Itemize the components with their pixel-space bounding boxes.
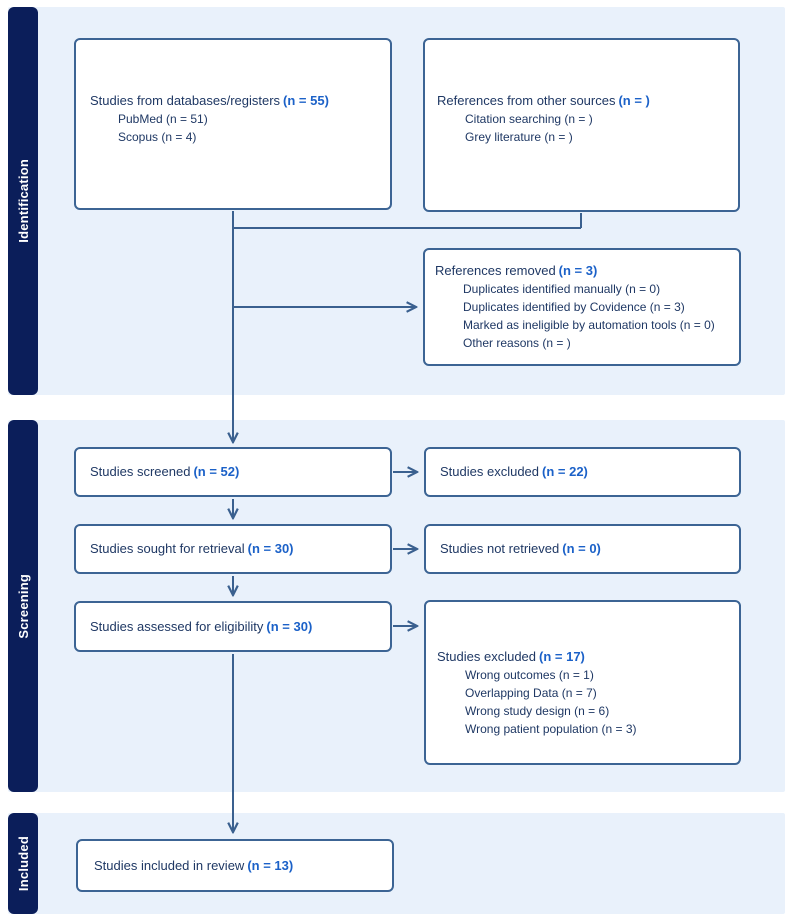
- sidebar-identification: Identification: [8, 7, 38, 395]
- box-count: (n = 30): [247, 541, 294, 556]
- box-title-text: Studies screened: [90, 464, 191, 479]
- box-count: (n = ): [618, 93, 650, 108]
- box-studies-assessed-eligibility: Studies assessed for eligibility(n = 30): [74, 601, 392, 652]
- box-title-text: Studies sought for retrieval: [90, 541, 245, 556]
- box-studies-from-databases: Studies from databases/registers(n = 55)…: [74, 38, 392, 210]
- box-line: Scopus (n = 4): [118, 130, 197, 144]
- box-line: Wrong study design (n = 6): [465, 704, 610, 718]
- included-label: Included: [15, 835, 31, 892]
- box-title: Studies excluded(n = 17): [437, 648, 733, 666]
- box-title-text: References removed: [435, 263, 556, 278]
- identification-label: Identification: [15, 159, 31, 243]
- box-title-text: Studies from databases/registers: [90, 93, 281, 108]
- box-studies-sought-retrieval: Studies sought for retrieval(n = 30): [74, 524, 392, 574]
- box-title-text: Studies included in review: [94, 857, 245, 873]
- box-studies-included-review: Studies included in review(n = 13): [76, 839, 394, 892]
- box-title-text: References from other sources: [437, 93, 616, 108]
- box-line: Duplicates identified manually (n = 0): [463, 282, 661, 296]
- box-title: Studies screened(n = 52): [90, 463, 239, 481]
- box-line: Marked as ineligible by automation tools…: [463, 318, 715, 332]
- box-title-text: Studies not retrieved: [440, 541, 560, 556]
- box-studies-not-retrieved: Studies not retrieved(n = 0): [424, 524, 741, 574]
- screening-label: Screening: [15, 573, 31, 639]
- box-count: (n = 22): [542, 464, 588, 479]
- sidebar-included: Included: [8, 813, 38, 914]
- box-title-text: Studies assessed for eligibility: [90, 618, 264, 634]
- box-count: (n = 55): [283, 93, 329, 108]
- sidebar-screening: Screening: [8, 420, 38, 792]
- box-studies-excluded-screening: Studies excluded(n = 22): [424, 447, 741, 497]
- box-title-text: Studies excluded: [437, 649, 537, 664]
- box-title: Studies assessed for eligibility(n = 30): [90, 618, 312, 636]
- box-title: References from other sources(n = ): [437, 92, 730, 110]
- box-count: (n = 0): [562, 541, 601, 556]
- box-line: Wrong outcomes (n = 1): [465, 668, 594, 682]
- box-studies-screened: Studies screened(n = 52): [74, 447, 392, 497]
- box-title: Studies not retrieved(n = 0): [440, 540, 601, 558]
- box-line: Citation searching (n = ): [465, 112, 593, 126]
- box-line: Wrong patient population (n = 3): [465, 722, 637, 736]
- box-title: Studies included in review(n = 13): [94, 857, 293, 875]
- box-title-text: Studies excluded: [440, 464, 540, 479]
- box-count: (n = 13): [247, 857, 294, 873]
- box-count: (n = 52): [193, 464, 240, 479]
- box-count: (n = 30): [266, 618, 313, 634]
- box-title: Studies excluded(n = 22): [440, 463, 588, 481]
- box-line: Other reasons (n = ): [463, 336, 571, 350]
- box-references-other-sources: References from other sources(n = ) Cita…: [423, 38, 740, 212]
- box-title: Studies from databases/registers(n = 55): [90, 92, 382, 110]
- box-title: Studies sought for retrieval(n = 30): [90, 540, 294, 558]
- box-line: Grey literature (n = ): [465, 130, 573, 144]
- box-line: PubMed (n = 51): [118, 112, 208, 126]
- box-count: (n = 3): [558, 263, 598, 278]
- box-line: Overlapping Data (n = 7): [465, 686, 597, 700]
- box-line: Duplicates identified by Covidence (n = …: [463, 300, 685, 314]
- box-count: (n = 17): [539, 649, 585, 664]
- box-studies-excluded-eligibility: Studies excluded(n = 17) Wrong outcomes …: [424, 600, 741, 765]
- box-references-removed: References removed(n = 3) Duplicates ide…: [423, 248, 741, 366]
- box-title: References removed(n = 3): [435, 262, 733, 280]
